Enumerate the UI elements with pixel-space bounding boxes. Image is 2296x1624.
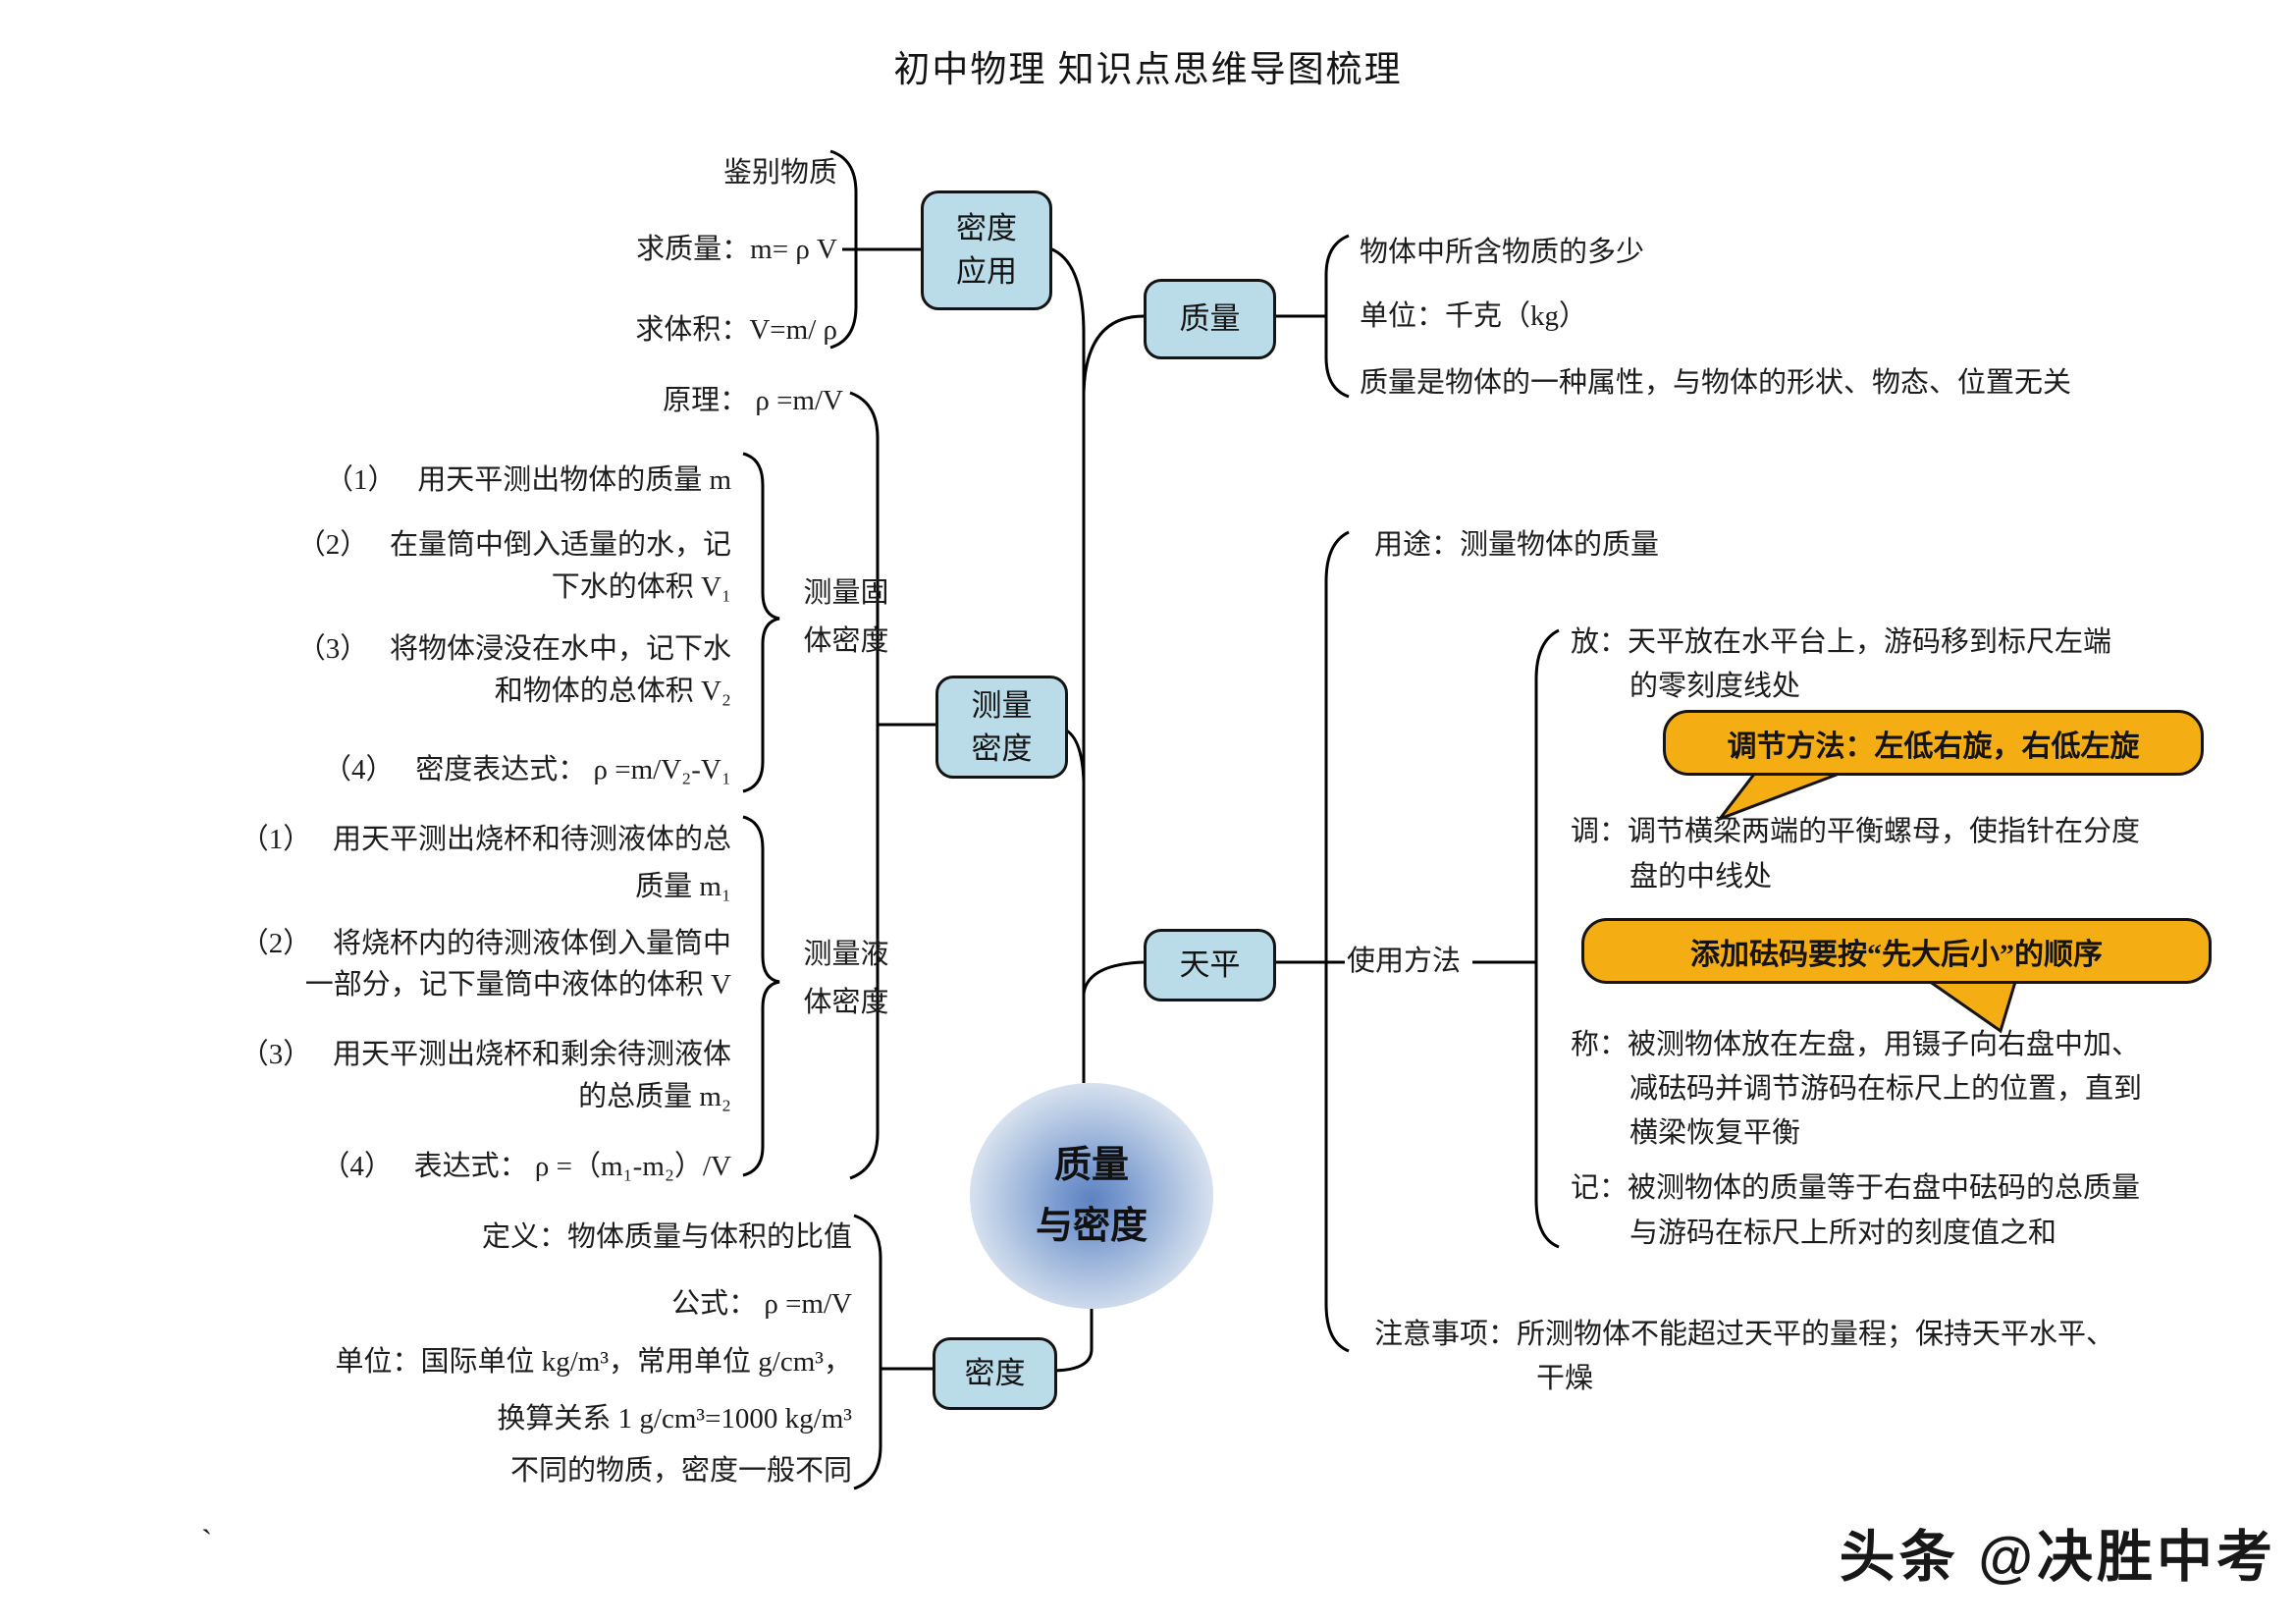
watermark: 头条 @决胜中考 bbox=[1839, 1526, 2276, 1589]
solid-step-2: （2） 在量筒中倒入适量的水，记 bbox=[296, 529, 731, 561]
liquid-step-3-cont: 的总质量 m₂ bbox=[578, 1081, 731, 1112]
balance-step-weigh-cont1: 减砝码并调节游码在标尺上的位置，直到 bbox=[1629, 1073, 2143, 1105]
liquid-step-2: （2） 将烧杯内的待测液体倒入量筒中 bbox=[240, 928, 731, 959]
node-measure-density: 测量 密度 bbox=[935, 676, 1068, 779]
density-units-cont: 换算关系 1 g/cm³=1000 kg/m³ bbox=[497, 1403, 852, 1435]
node-mass: 质量 bbox=[1144, 279, 1276, 359]
balance-step-weigh-cont2: 横梁恢复平衡 bbox=[1629, 1117, 1801, 1149]
apply-item-find-volume: 求体积：V=m/ ρ bbox=[635, 314, 837, 346]
solid-step-3-cont: 和物体的总体积 V₂ bbox=[494, 676, 731, 707]
node-balance-label: 天平 bbox=[1179, 947, 1241, 982]
central-topic: 质量 与密度 bbox=[970, 1083, 1213, 1309]
node-balance: 天平 bbox=[1144, 929, 1276, 1001]
node-density-label: 密度 bbox=[964, 1356, 1026, 1390]
density-definition: 定义：物体质量与体积的比值 bbox=[481, 1221, 852, 1253]
node-measure-density-line1: 测量 bbox=[971, 687, 1033, 723]
solid-step-2-cont: 下水的体积 V₁ bbox=[551, 571, 731, 603]
solid-step-3: （3） 将物体浸没在水中，记下水 bbox=[296, 633, 731, 665]
mass-item-definition: 物体中所含物质的多少 bbox=[1360, 237, 1645, 268]
balance-step-record: 记：被测物体的质量等于右盘中砝码的总质量 bbox=[1571, 1172, 2141, 1204]
node-density-application-line2: 应用 bbox=[956, 254, 1017, 289]
liquid-group-label: 测量液 体密度 bbox=[803, 939, 889, 1018]
node-density-application-line1: 密度 bbox=[956, 211, 1017, 245]
density-formula: 公式： ρ =m/V bbox=[671, 1288, 852, 1320]
apply-item-identify: 鉴别物质 bbox=[722, 157, 837, 189]
central-topic-line2: 与密度 bbox=[1035, 1206, 1148, 1247]
balance-notes: 注意事项：所测物体不能超过天平的量程；保持天平水平、 bbox=[1374, 1319, 2115, 1350]
measure-principle: 原理： ρ =m/V bbox=[663, 385, 843, 416]
liquid-step-2-cont: 一部分，记下量筒中液体的体积 V bbox=[304, 969, 731, 1001]
liquid-step-3: （3） 用天平测出烧杯和剩余待测液体 bbox=[240, 1039, 731, 1070]
solid-step-4: （4） 密度表达式： ρ =m/V₂-V₁ bbox=[323, 754, 731, 785]
node-density-application: 密度 应用 bbox=[921, 190, 1052, 310]
central-topic-line1: 质量 bbox=[1053, 1145, 1129, 1186]
density-units: 单位：国际单位 kg/m³，常用单位 g/cm³， bbox=[335, 1346, 853, 1378]
callout-adjust-method: 调节方法：左低右旋，右低左旋 bbox=[1663, 710, 2204, 776]
balance-step-adjust-cont: 盘的中线处 bbox=[1629, 861, 1773, 893]
mass-item-property: 质量是物体的一种属性，与物体的形状、物态、位置无关 bbox=[1360, 367, 2072, 399]
balance-step-adjust: 调：调节横梁两端的平衡螺母，使指针在分度 bbox=[1571, 816, 2141, 847]
stray-mark: ` bbox=[201, 1524, 213, 1560]
node-density: 密度 bbox=[933, 1337, 1057, 1410]
callout-weights-order: 添加砝码要按“先大后小”的顺序 bbox=[1581, 918, 2212, 984]
page-title: 初中物理 知识点思维导图梳理 bbox=[893, 50, 1403, 90]
liquid-step-4: （4） 表达式： ρ =（m₁-m₂）/V bbox=[321, 1151, 731, 1182]
balance-step-weigh: 称：被测物体放在左盘，用镊子向右盘中加、 bbox=[1571, 1029, 2141, 1060]
liquid-step-1: （1） 用天平测出烧杯和待测液体的总 bbox=[240, 824, 731, 855]
balance-step-place: 放：天平放在水平台上，游码移到标尺左端 bbox=[1571, 626, 2112, 658]
balance-usage: 用途：测量物体的质量 bbox=[1374, 529, 1660, 561]
balance-step-place-cont: 的零刻度线处 bbox=[1629, 671, 1801, 702]
balance-step-record-cont: 与游码在标尺上所对的刻度值之和 bbox=[1629, 1218, 2057, 1249]
node-mass-label: 质量 bbox=[1179, 301, 1241, 336]
apply-item-find-mass: 求质量：m= ρ V bbox=[636, 234, 837, 265]
node-measure-density-line2: 密度 bbox=[971, 731, 1033, 766]
mass-item-unit: 单位：千克（kg） bbox=[1360, 300, 1588, 332]
solid-step-1: （1） 用天平测出物体的质量 m bbox=[324, 464, 731, 496]
balance-notes-cont: 干燥 bbox=[1536, 1363, 1594, 1394]
solid-group-label: 测量固 体密度 bbox=[803, 577, 889, 657]
liquid-step-1-cont: 质量 m₁ bbox=[635, 871, 731, 902]
balance-method-label: 使用方法 bbox=[1347, 946, 1462, 977]
density-note: 不同的物质，密度一般不同 bbox=[509, 1455, 852, 1487]
